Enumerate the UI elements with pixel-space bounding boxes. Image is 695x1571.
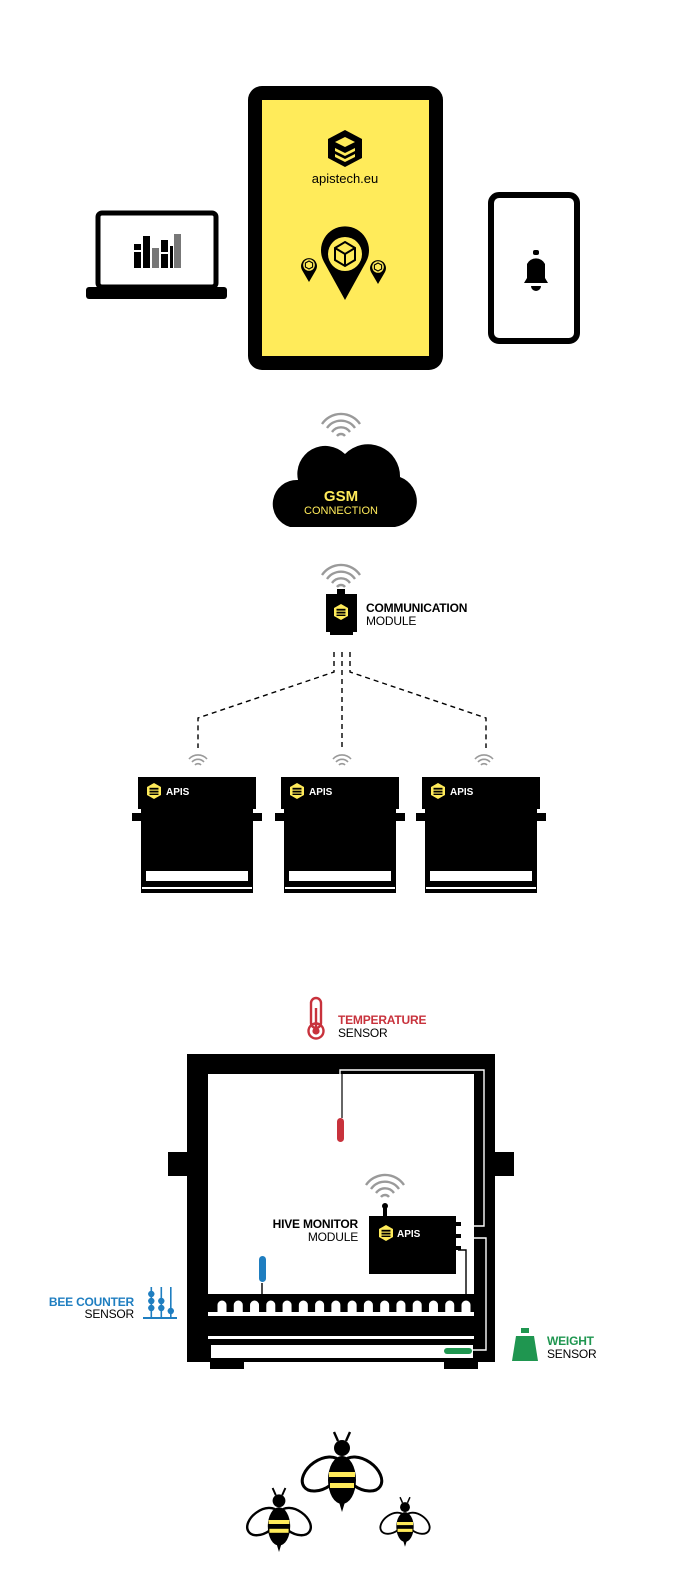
laptop-icon <box>86 210 227 299</box>
hive-monitor-subtitle: MODULE <box>308 1230 358 1244</box>
tablet-device: apistech.eu <box>248 86 443 370</box>
location-pin-icon <box>321 226 369 300</box>
weight-sensor-pad <box>444 1348 472 1354</box>
communication-module-subtitle: MODULE <box>366 614 416 628</box>
tablet-site-label: apistech.eu <box>312 171 379 186</box>
hive-frame-arch <box>266 1300 276 1312</box>
gsm-wifi-icon <box>320 412 362 438</box>
hive-frame-arch <box>315 1300 325 1312</box>
hive-frames <box>217 1300 471 1312</box>
gsm-subtitle: CONNECTION <box>304 505 378 517</box>
phone-device <box>488 192 580 344</box>
hive-frame-arch <box>347 1300 357 1312</box>
temperature-sensor-title: TEMPERATURE <box>338 1013 426 1027</box>
hive-frame-arch <box>331 1300 341 1312</box>
dashed-connections <box>197 652 487 748</box>
hive-1-brand: APIS <box>166 787 190 798</box>
hive-frame-arch <box>217 1300 227 1312</box>
hive-2: APIS <box>275 754 405 893</box>
apistech-logo-icon <box>328 130 362 167</box>
hive-frame-arch <box>396 1300 406 1312</box>
hive-2-wifi-icon <box>332 754 352 766</box>
hive-frame-arch <box>298 1300 308 1312</box>
hive-frame-arch <box>461 1300 471 1312</box>
communication-module-title: COMMUNICATION <box>366 601 467 615</box>
hive-frame-teeth <box>208 1312 474 1316</box>
weight-sensor-title: WEIGHT <box>547 1334 595 1348</box>
bar-chart-icon <box>134 234 181 268</box>
hive-monitor-device: APIS <box>369 1203 461 1274</box>
bee-counter-probe <box>259 1256 266 1282</box>
hive-frame-arch <box>380 1300 390 1312</box>
hive-3: APIS <box>416 754 546 893</box>
hive-2-brand: APIS <box>309 787 333 798</box>
bee-left-icon <box>246 1487 312 1552</box>
hive-1: APIS <box>132 754 262 893</box>
hive-monitor-title: HIVE MONITOR <box>273 1217 359 1231</box>
communication-module-wifi-icon <box>320 563 362 589</box>
bee-large-icon <box>300 1431 384 1512</box>
temperature-sensor-subtitle: SENSOR <box>338 1026 388 1040</box>
abacus-icon <box>143 1287 177 1319</box>
hive-frame-arch <box>445 1300 455 1312</box>
thermometer-icon <box>307 996 325 1040</box>
hive-3-brand: APIS <box>450 787 474 798</box>
communication-module-device <box>326 589 357 635</box>
gsm-title: GSM <box>324 488 358 505</box>
hive-frame-arch <box>363 1300 373 1312</box>
bell-icon <box>524 250 548 291</box>
hive-1-wifi-icon <box>188 754 208 766</box>
hive-monitor-brand: APIS <box>397 1229 421 1240</box>
hive-frame-arch <box>412 1300 422 1312</box>
hive-frame-arch <box>233 1300 243 1312</box>
bee-right-icon <box>379 1496 431 1547</box>
weight-icon <box>512 1328 538 1361</box>
bee-counter-subtitle: SENSOR <box>85 1307 135 1321</box>
hive-3-wifi-icon <box>474 754 494 766</box>
bees <box>246 1431 431 1552</box>
bee-counter-title: BEE COUNTER <box>49 1295 135 1309</box>
hive-body <box>168 1054 514 1369</box>
temperature-probe <box>337 1118 344 1142</box>
weight-sensor-subtitle: SENSOR <box>547 1347 597 1361</box>
gsm-cloud: GSM CONNECTION <box>272 444 417 527</box>
hive-frame-arch <box>250 1300 260 1312</box>
hive-frame-arch <box>282 1300 292 1312</box>
hive-frame-arch <box>428 1300 438 1312</box>
